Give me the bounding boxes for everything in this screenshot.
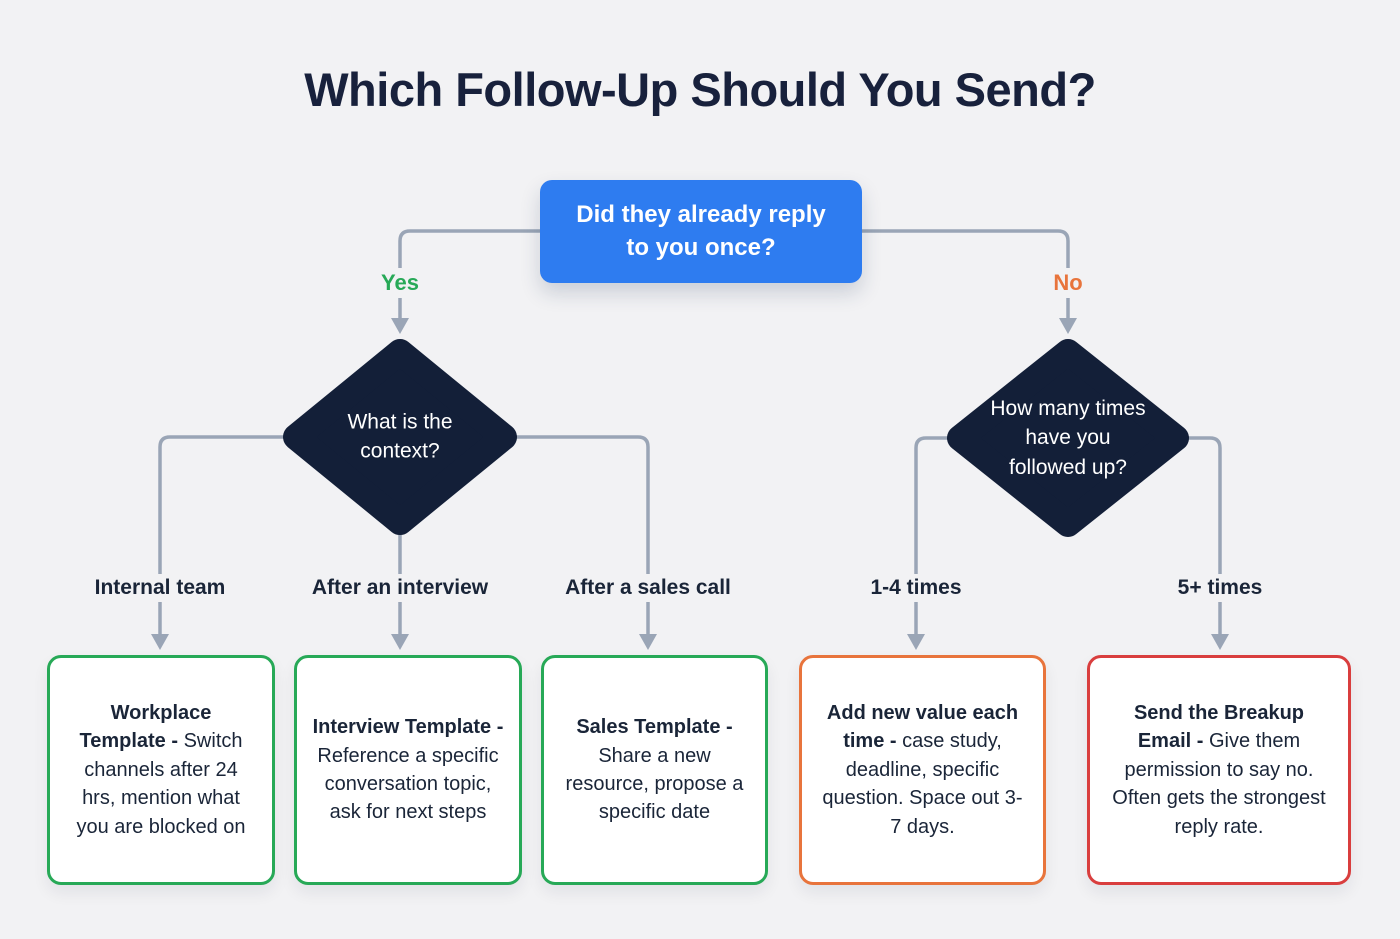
root-question-text: Did they already reply to you once? <box>576 201 826 261</box>
connector-internal-team <box>158 435 296 636</box>
branch-answer-no: No <box>1045 268 1091 298</box>
arrow-down-icon <box>1211 634 1229 650</box>
outcome-text: Workplace Template -Switch channels afte… <box>65 699 257 841</box>
outcome-lead: Workplace Template - <box>79 702 212 753</box>
outcome-detail: case study, deadline, specific question.… <box>822 730 1023 838</box>
arrowhead-icons <box>151 318 1229 650</box>
branch-label-after-interview: After an interview <box>301 574 499 602</box>
outcome-box-workplace-template: Workplace Template -Switch channels afte… <box>47 655 275 885</box>
outcome-text: Sales Template - Share a new resource, pr… <box>559 713 750 827</box>
branch-answer-yes: Yes <box>373 268 427 298</box>
outcome-text: Add new value each time -case study, dea… <box>817 699 1028 841</box>
outcome-box-breakup-email: Send the Breakup Email -Give them permis… <box>1087 655 1351 885</box>
decision-diamond-followups <box>947 339 1189 537</box>
arrow-down-icon <box>907 634 925 650</box>
connector-1-4-times <box>914 436 960 636</box>
connector-paths <box>158 229 1222 636</box>
outcome-text: Interview Template - Reference a specific… <box>312 713 504 827</box>
outcome-lead: Sales Template - <box>576 716 733 739</box>
outcome-lead: Send the Breakup Email - <box>1133 702 1305 753</box>
arrow-down-icon <box>391 318 409 334</box>
outcome-box-sales-template: Sales Template - Share a new resource, pr… <box>541 655 768 885</box>
arrow-down-icon <box>1059 318 1077 334</box>
connector-after-sales-call <box>504 435 650 636</box>
arrow-down-icon <box>639 634 657 650</box>
outcome-detail: Reference a specific conversation topic,… <box>317 744 499 824</box>
connector-5plus-times <box>1176 436 1222 636</box>
branch-label-5plus-times: 5+ times <box>1167 574 1273 602</box>
arrow-down-icon <box>151 634 169 650</box>
branch-label-1-4-times: 1-4 times <box>860 574 972 602</box>
connector-no <box>860 229 1070 320</box>
outcome-detail: Switch channels after 24 hrs, mention wh… <box>76 730 246 838</box>
outcome-text: Send the Breakup Email -Give them permis… <box>1105 699 1333 841</box>
outcome-box-interview-template: Interview Template - Reference a specific… <box>294 655 522 885</box>
outcome-detail: Share a new resource, propose a specific… <box>565 744 744 824</box>
outcome-lead: Interview Template - <box>312 716 504 739</box>
decision-diamond-context <box>283 339 517 535</box>
decision-followups-text: How many times have you followed up? <box>990 396 1146 479</box>
outcome-detail: Give them permission to say no. Often ge… <box>1112 730 1326 838</box>
branch-label-after-sales-call: After a sales call <box>555 574 741 602</box>
decision-context-text: What is the context? <box>347 410 453 463</box>
connector-yes <box>398 229 542 320</box>
arrow-down-icon <box>391 634 409 650</box>
page-title: Which Follow-Up Should You Send? <box>304 63 1096 116</box>
branch-label-internal-team: Internal team <box>84 574 236 602</box>
outcome-box-add-new-value: Add new value each time -case study, dea… <box>799 655 1046 885</box>
root-question-box: Did they already reply to you once? <box>540 180 862 283</box>
outcome-lead: Add new value each time - <box>826 702 1019 753</box>
